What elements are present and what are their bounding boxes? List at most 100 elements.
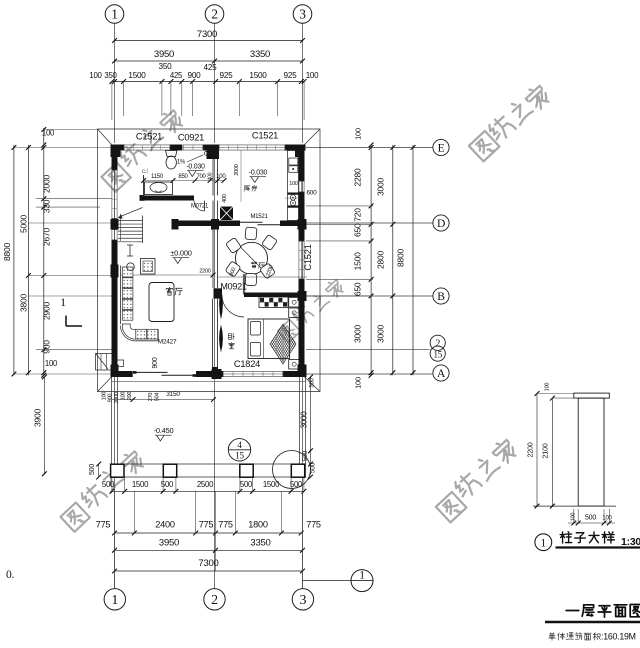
svg-text:1%: 1% (177, 160, 186, 166)
svg-text:500: 500 (240, 480, 253, 489)
svg-text:3950: 3950 (154, 49, 174, 60)
svg-text:-0.030: -0.030 (186, 164, 205, 171)
svg-text:C1521: C1521 (252, 131, 278, 141)
svg-text:500: 500 (585, 515, 596, 522)
svg-text:2400: 2400 (155, 520, 175, 530)
svg-text:2000: 2000 (42, 175, 52, 193)
svg-text:2: 2 (435, 339, 440, 350)
svg-text:425: 425 (204, 63, 218, 72)
svg-text:400: 400 (208, 172, 214, 180)
svg-text:2000: 2000 (234, 164, 240, 175)
svg-text:2100: 2100 (541, 443, 550, 458)
svg-text:100: 100 (354, 377, 363, 389)
svg-text:1: 1 (60, 295, 66, 309)
svg-text:C1521: C1521 (303, 244, 313, 270)
svg-text:E: E (438, 143, 445, 155)
svg-text:3000: 3000 (300, 411, 309, 429)
svg-text:775: 775 (218, 520, 233, 530)
svg-text:3950: 3950 (159, 538, 179, 549)
svg-text:200: 200 (127, 392, 133, 401)
svg-text:500: 500 (102, 480, 115, 489)
svg-text::160.19M: :160.19M (601, 632, 636, 642)
svg-text:100: 100 (102, 392, 108, 401)
svg-text:600: 600 (306, 190, 317, 197)
svg-text:100: 100 (545, 383, 551, 392)
svg-text:2280: 2280 (353, 168, 363, 186)
svg-text:100: 100 (45, 359, 58, 368)
svg-text:925: 925 (220, 71, 234, 80)
svg-text:-0.450: -0.450 (154, 426, 174, 435)
svg-text:3900: 3900 (33, 409, 43, 427)
svg-text:8800: 8800 (2, 243, 12, 261)
svg-text:C1824: C1824 (234, 359, 260, 369)
svg-text:775: 775 (306, 520, 321, 530)
svg-text:775: 775 (199, 520, 214, 530)
svg-text:900: 900 (108, 394, 114, 403)
svg-text:2000: 2000 (114, 392, 120, 403)
svg-text:925: 925 (284, 71, 298, 80)
svg-text:900: 900 (229, 267, 238, 277)
svg-text:504: 504 (155, 393, 161, 402)
svg-text:3350: 3350 (250, 49, 270, 60)
svg-text:100: 100 (42, 129, 55, 138)
svg-text:100: 100 (121, 392, 127, 401)
svg-text:3: 3 (299, 7, 306, 22)
svg-text:2200: 2200 (199, 269, 210, 275)
svg-text:500: 500 (89, 464, 96, 475)
svg-text:D: D (437, 218, 445, 230)
svg-text:7300: 7300 (198, 558, 218, 569)
svg-text:2670: 2670 (42, 228, 52, 246)
svg-text:1: 1 (359, 570, 365, 582)
svg-text:1500: 1500 (132, 480, 149, 489)
svg-text:2: 2 (211, 593, 218, 608)
svg-text:720: 720 (353, 208, 363, 222)
svg-text:1500: 1500 (353, 252, 363, 270)
svg-text:0.: 0. (6, 569, 15, 581)
svg-text:1: 1 (541, 538, 547, 550)
svg-text:4: 4 (237, 440, 242, 450)
svg-text:2200: 2200 (265, 265, 275, 278)
svg-text:2200: 2200 (526, 442, 535, 457)
svg-text:M2427: M2427 (158, 339, 177, 346)
svg-text:-0.030: -0.030 (249, 170, 268, 177)
svg-text:1: 1 (111, 7, 118, 22)
svg-text:1500: 1500 (128, 71, 146, 80)
svg-text:100: 100 (571, 513, 577, 522)
svg-text:2800: 2800 (376, 251, 386, 269)
svg-text:1500: 1500 (249, 71, 267, 80)
svg-text:15: 15 (433, 350, 442, 360)
svg-text:A: A (437, 368, 446, 380)
svg-text:M0921: M0921 (220, 282, 247, 292)
svg-text:100: 100 (354, 128, 363, 140)
svg-text:900: 900 (42, 340, 52, 354)
svg-text:2500: 2500 (197, 480, 214, 489)
svg-text:500: 500 (310, 377, 316, 387)
svg-text:5000: 5000 (19, 215, 29, 233)
svg-text:270: 270 (148, 393, 154, 402)
svg-text:100: 100 (89, 71, 102, 80)
svg-text:C1521: C1521 (136, 132, 162, 142)
svg-text:775: 775 (96, 520, 111, 530)
svg-text:500: 500 (310, 462, 317, 473)
svg-text:3000: 3000 (353, 325, 363, 343)
svg-text:850: 850 (178, 174, 188, 180)
svg-text:350: 350 (104, 71, 117, 80)
svg-text:2: 2 (211, 7, 218, 22)
svg-text:1150: 1150 (151, 174, 164, 180)
svg-text:1800: 1800 (248, 520, 268, 530)
svg-text:500: 500 (161, 480, 174, 489)
svg-text:M0721: M0721 (191, 204, 209, 210)
svg-text:425: 425 (170, 71, 183, 80)
svg-text:C0921: C0921 (178, 133, 204, 143)
svg-text:100: 100 (602, 516, 612, 522)
svg-text:3350: 3350 (250, 538, 270, 549)
svg-text:3: 3 (300, 593, 307, 608)
svg-text:3800: 3800 (19, 294, 29, 312)
svg-text:330: 330 (42, 199, 52, 213)
svg-text:700: 700 (196, 174, 206, 180)
svg-text:±0.000: ±0.000 (170, 249, 191, 258)
svg-text:B: B (437, 291, 445, 303)
svg-text:900: 900 (188, 71, 202, 80)
svg-text:8800: 8800 (396, 249, 406, 267)
svg-text:M1521: M1521 (250, 214, 268, 220)
